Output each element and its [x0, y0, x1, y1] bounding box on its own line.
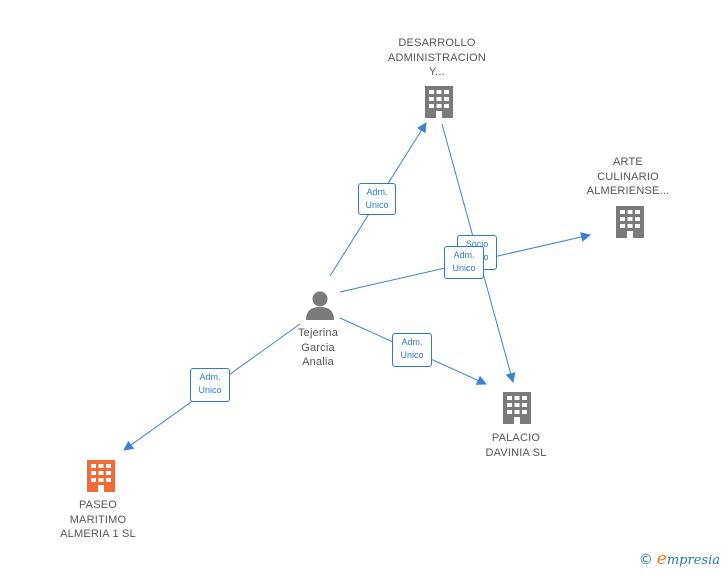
node-label-line: ALMERIENSE...	[586, 185, 670, 197]
node-label-line: ADMINISTRACION	[387, 51, 487, 64]
node-label-line: Y...	[429, 66, 445, 78]
node-label-line: Tejerina	[297, 327, 339, 339]
node-label-palacio[interactable]: PALACIO DAVINIA SL	[466, 431, 566, 460]
node-label-line: ARTE	[613, 156, 643, 168]
building-icon[interactable]	[503, 392, 531, 424]
node-label-line: DAVINIA SL	[485, 446, 547, 459]
node-label-line: PASEO	[78, 499, 118, 511]
node-label-line: DESARROLLO	[398, 37, 476, 49]
edge-label-line: Adm.	[453, 250, 475, 260]
brand-name: mpresia	[666, 553, 720, 568]
edge-label-line: Unico	[365, 200, 389, 210]
edge-label-person-paseo[interactable]: Adm. Unico	[190, 368, 230, 402]
edge-label-line: Adm.	[199, 372, 221, 382]
empresia-logo[interactable]: ©empresia	[639, 549, 720, 569]
edge-label-line: Unico	[452, 263, 476, 273]
edge-label-line: Unico	[400, 350, 424, 360]
copyright-icon: ©	[638, 552, 653, 568]
node-label-line: Garcia	[301, 341, 335, 354]
edge-label-line: Unico	[198, 385, 222, 395]
focus-building-icon[interactable]	[87, 460, 115, 492]
building-icon[interactable]	[425, 86, 453, 118]
building-icon[interactable]	[616, 206, 644, 238]
edge-label-line: Socio	[465, 239, 489, 249]
edge-label-person-palacio[interactable]: Adm. Unico	[392, 333, 432, 367]
edge-label-person-arte[interactable]: Adm. Unico	[444, 246, 484, 279]
brand-first-letter: e	[656, 549, 667, 569]
node-label-person[interactable]: Tejerina Garcia Analia	[278, 326, 358, 370]
edge-label-line: Adm.	[366, 187, 388, 197]
node-label-paseo[interactable]: PASEO MARITIMO ALMERIA 1 SL	[48, 498, 148, 542]
node-label-desarrollo[interactable]: DESARROLLO ADMINISTRACION Y...	[377, 36, 497, 80]
edge-label-line: Adm.	[401, 337, 423, 347]
node-label-line: MARITIMO	[69, 513, 127, 526]
node-label-arte[interactable]: ARTE CULINARIO ALMERIENSE...	[578, 155, 678, 199]
person-icon[interactable]	[306, 291, 334, 321]
edge-label-person-desarrollo[interactable]: Adm. Unico	[358, 183, 396, 215]
node-label-line: CULINARIO	[597, 170, 659, 183]
node-label-line: ALMERIA 1 SL	[60, 528, 136, 540]
node-label-line: Analia	[302, 356, 334, 368]
node-label-line: PALACIO	[491, 432, 541, 444]
